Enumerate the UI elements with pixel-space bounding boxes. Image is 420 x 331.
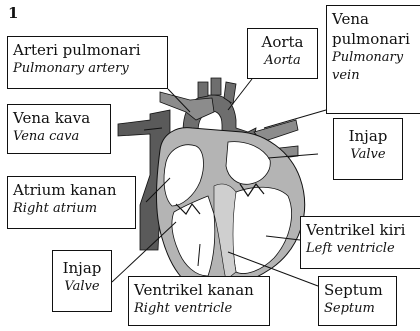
label-pulmonary-artery: Arteri pulmonari Pulmonary artery xyxy=(7,36,168,89)
label-right-atrium-main: Atrium kanan xyxy=(13,180,130,200)
label-left-ventricle-main: Ventrikel kiri xyxy=(306,220,419,240)
label-vena-cava: Vena kava Vena cava xyxy=(7,104,111,154)
figure-number: 1 xyxy=(8,6,18,21)
label-valve-right: Injap Valve xyxy=(333,118,403,180)
label-pulmonary-artery-main: Arteri pulmonari xyxy=(13,40,162,60)
label-right-ventricle-main: Ventrikel kanan xyxy=(134,280,264,300)
label-valve-left-main: Injap xyxy=(58,258,106,278)
label-valve-left: Injap Valve xyxy=(52,250,112,312)
label-valve-right-main: Injap xyxy=(339,126,397,146)
label-valve-right-sub: Valve xyxy=(339,146,397,164)
label-left-ventricle: Ventrikel kiri Left ventricle xyxy=(300,216,420,269)
label-septum-sub: Septum xyxy=(324,300,391,318)
label-pulmonary-vein: Vena pulmonari Pulmonary vein xyxy=(326,5,420,114)
label-pulmonary-artery-sub: Pulmonary artery xyxy=(13,60,162,78)
label-vena-cava-sub: Vena cava xyxy=(13,128,105,146)
left-ventricle-chamber xyxy=(232,187,291,273)
label-valve-left-sub: Valve xyxy=(58,278,106,296)
label-vena-cava-main: Vena kava xyxy=(13,108,105,128)
label-pulmonary-vein-sub: Pulmonary vein xyxy=(332,49,420,85)
label-right-atrium-sub: Right atrium xyxy=(13,200,130,218)
label-right-ventricle: Ventrikel kanan Right ventricle xyxy=(128,276,270,326)
label-septum-main: Septum xyxy=(324,280,391,300)
label-right-ventricle-sub: Right ventricle xyxy=(134,300,264,318)
label-aorta-sub: Aorta xyxy=(253,52,312,70)
label-left-ventricle-sub: Left ventricle xyxy=(306,240,419,258)
label-right-atrium: Atrium kanan Right atrium xyxy=(7,176,136,229)
label-pulmonary-vein-main: Vena pulmonari xyxy=(332,9,420,49)
label-septum: Septum Septum xyxy=(318,276,397,326)
label-aorta: Aorta Aorta xyxy=(247,28,318,79)
label-aorta-main: Aorta xyxy=(253,32,312,52)
